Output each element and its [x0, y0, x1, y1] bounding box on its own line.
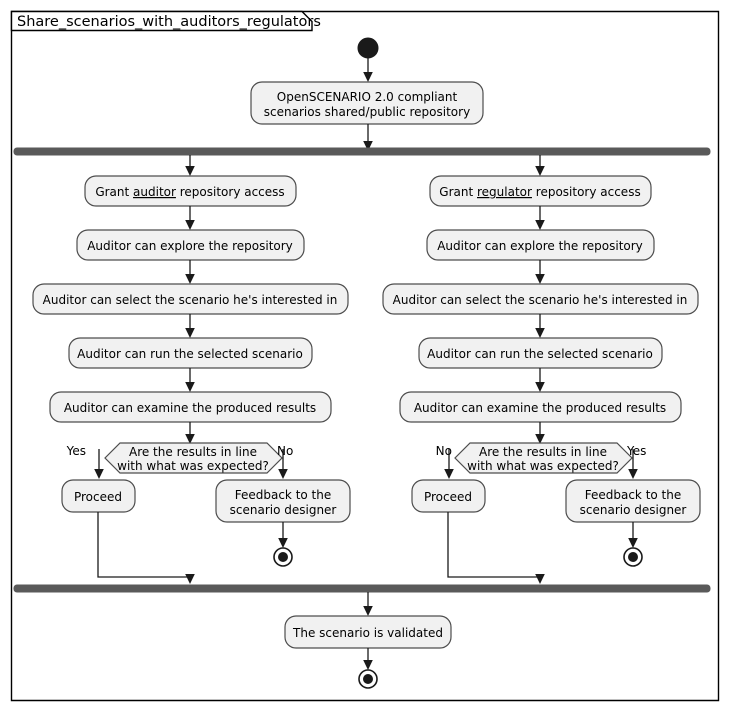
arrow-head-icon — [535, 166, 545, 176]
flow-auditor-proceed-to-join — [97, 512, 190, 578]
decision-regulator-line1: Are the results in line — [479, 445, 607, 459]
end-node-final-dot — [363, 674, 373, 684]
arrow-head-icon — [444, 469, 454, 479]
diagram-title: Share_scenarios_with_auditors_regulators — [17, 14, 321, 30]
end-node-regulator-dot — [628, 552, 638, 562]
decision-auditor — [104, 442, 283, 474]
activity-auditor-step-2-label: Auditor can explore the repository — [87, 239, 293, 253]
decision-regulator-line2: with what was expected? — [467, 459, 619, 473]
label-suffix: repository access — [176, 185, 285, 199]
activity-regulator-feedback-line1: Feedback to the — [585, 488, 682, 502]
activity-auditor-step-1-label: Grant auditor repository access — [95, 185, 284, 199]
arrow-head-icon — [628, 538, 638, 548]
activity-regulator-step-5-label: Auditor can examine the produced results — [414, 401, 666, 415]
activity-auditor-step-3-label: Auditor can select the scenario he's int… — [43, 293, 338, 307]
decision-regulator — [454, 442, 633, 474]
arrow-head-icon — [363, 606, 373, 616]
arrow-head-icon — [185, 382, 195, 392]
arrow-head-icon — [185, 328, 195, 338]
arrow-head-icon — [363, 72, 373, 82]
join-bar — [13, 584, 711, 593]
activity-regulator-feedback-line2: scenario designer — [580, 503, 687, 517]
label-prefix: Grant — [95, 185, 133, 199]
decision-auditor-line2: with what was expected? — [117, 459, 269, 473]
activity-auditor-step-4-label: Auditor can run the selected scenario — [77, 347, 303, 361]
activity-regulator-step-2-label: Auditor can explore the repository — [437, 239, 643, 253]
arrow-head-icon — [185, 220, 195, 230]
arrow-head-icon — [94, 469, 104, 479]
diagram-frame — [10, 10, 720, 702]
decision-auditor-left-label: Yes — [66, 444, 86, 458]
arrow-head-icon — [185, 274, 195, 284]
arrow-head-icon — [535, 382, 545, 392]
activity-auditor-step-5-label: Auditor can examine the produced results — [64, 401, 316, 415]
activity-final-label: The scenario is validated — [292, 626, 443, 640]
start-node — [357, 37, 379, 59]
arrow-head-icon — [185, 574, 195, 584]
activity-initial — [250, 81, 484, 125]
arrow-head-icon — [363, 141, 373, 151]
diagram-title-tab — [10, 10, 313, 32]
activity-auditor-feedback-line1: Feedback to the — [235, 488, 332, 502]
activity-regulator-step-1-label: Grant regulator repository access — [439, 185, 640, 199]
activity-regulator-proceed-label: Proceed — [424, 490, 472, 504]
arrow-head-icon — [535, 574, 545, 584]
activity-regulator-step-3-label: Auditor can select the scenario he's int… — [393, 293, 688, 307]
arrow-head-icon — [185, 434, 195, 444]
decision-regulator-left-label: No — [436, 444, 452, 458]
label-emphasis: regulator — [477, 185, 532, 199]
end-node-auditor-dot — [278, 552, 288, 562]
arrow-head-icon — [363, 660, 373, 670]
arrow-head-icon — [185, 166, 195, 176]
flow-regulator-proceed-to-join — [447, 512, 540, 578]
arrow-head-icon — [535, 328, 545, 338]
fork-bar — [13, 147, 711, 156]
activity-auditor-feedback-line2: scenario designer — [230, 503, 337, 517]
arrow-head-icon — [535, 274, 545, 284]
activity-regulator-step-4-label: Auditor can run the selected scenario — [427, 347, 653, 361]
activity-auditor-proceed-label: Proceed — [74, 490, 122, 504]
decision-auditor-line1: Are the results in line — [129, 445, 257, 459]
label-emphasis: auditor — [133, 185, 176, 199]
activity-initial-line1: OpenSCENARIO 2.0 compliant — [277, 90, 458, 104]
label-suffix: repository access — [532, 185, 641, 199]
arrow-head-icon — [535, 220, 545, 230]
activity-initial-line2: scenarios shared/public repository — [264, 105, 470, 119]
arrow-head-icon — [535, 434, 545, 444]
decision-auditor-right-label: No — [277, 444, 293, 458]
arrow-head-icon — [278, 538, 288, 548]
arrow-head-icon — [628, 469, 638, 479]
label-prefix: Grant — [439, 185, 477, 199]
decision-regulator-right-label: Yes — [626, 444, 646, 458]
arrow-head-icon — [278, 469, 288, 479]
